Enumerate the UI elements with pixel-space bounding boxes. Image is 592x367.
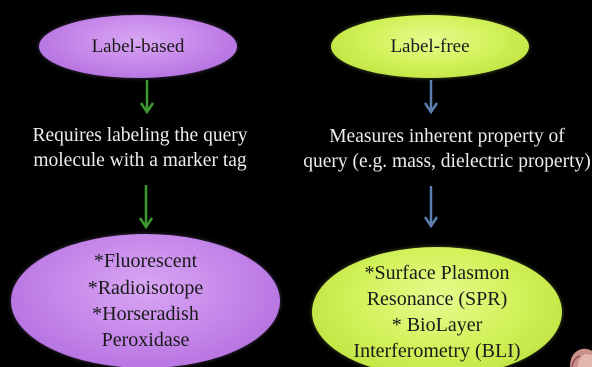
right-arrow-bottom [423, 186, 439, 229]
presenter-figure [570, 348, 592, 367]
label-based-example-1: *Fluorescent [93, 250, 198, 273]
label-based-example-4: Peroxidase [101, 329, 190, 352]
label-free-title: Label-free [390, 35, 470, 57]
label-free-node: Label-free [331, 15, 529, 78]
label-free-desc-line-1: Measures inherent property of [329, 126, 565, 147]
label-free-description: Measures inherent property of query (e.g… [298, 125, 592, 175]
label-free-desc-line-2: query (e.g. mass, dielectric property) [303, 150, 591, 172]
label-based-example-3: *Horseradish [92, 303, 199, 325]
label-based-description: Requires labeling the query molecule wit… [16, 124, 264, 174]
label-based-title: Label-based [91, 35, 185, 57]
left-arrow-bottom [138, 185, 154, 230]
label-free-example-2: Resonance (SPR) [366, 288, 508, 310]
right-arrow-top [423, 80, 439, 115]
label-based-node: Label-based [39, 15, 237, 78]
left-arrow-top [139, 80, 155, 115]
label-based-example-2: *Radioisotope [87, 276, 204, 299]
label-based-examples-node: *Fluorescent *Radioisotope *Horseradish … [11, 234, 280, 367]
label-free-example-1: *Surface Plasmon [364, 262, 510, 284]
label-free-example-4: Interferometry (BLI) [353, 340, 521, 362]
label-based-desc-line-1: Requires labeling the query [32, 125, 248, 146]
label-free-examples-node: *Surface Plasmon Resonance (SPR) * BioLa… [312, 247, 562, 367]
label-based-desc-line-2: molecule with a marker tag [33, 149, 247, 171]
label-free-example-3: * BioLayer [391, 314, 483, 336]
